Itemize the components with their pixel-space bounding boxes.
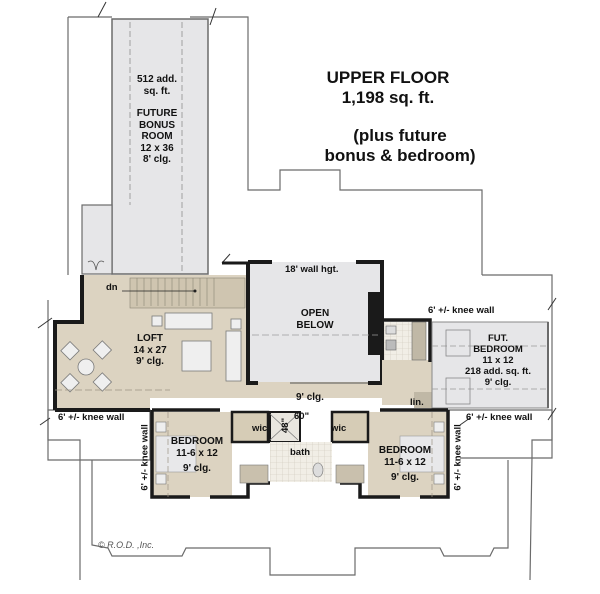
fut-bedroom-2: BEDROOM (473, 343, 523, 355)
loft-ceiling: 9' clg. (136, 356, 164, 367)
bedroom-left-size: 11-6 x 12 (176, 447, 218, 459)
knee-wall-right-lower: 6' +/- knee wall (466, 412, 533, 423)
knee-wall-right-vertical: 6' +/- knee wall (452, 424, 464, 491)
bedroom-right-name: BEDROOM (378, 445, 432, 456)
stair-down-label: dn (106, 282, 118, 293)
bath-label: bath (290, 447, 311, 458)
bonus-add-sqft: 512 add. (136, 74, 178, 85)
bedroom-left-ceiling: 9' clg. (183, 463, 211, 474)
bedroom-left-area (150, 408, 270, 499)
loft-area (37, 275, 400, 412)
wall-height-label: 18' wall hgt. (285, 264, 339, 275)
fut-bedroom-ceiling: 9' clg. (484, 376, 512, 388)
hall-area (382, 318, 432, 408)
open-below-label: OPEN BELOW (290, 308, 340, 331)
loft-label: LOFT 14 x 27 9' clg. (125, 333, 175, 368)
bedroom-left-name: BEDROOM (170, 436, 224, 447)
loft-size: 14 x 27 (133, 344, 167, 356)
copyright: © R.O.D. ,Inc. (98, 540, 155, 550)
fut-bedroom-1: FUT. (487, 333, 509, 344)
shower-width-label: 60" (294, 411, 310, 422)
wic-right-label: wic (331, 423, 347, 434)
bedroom-left-label: BEDROOM 11-6 x 12 9' clg. (162, 436, 232, 475)
knee-wall-left: 6' +/- knee wall (58, 412, 125, 423)
bonus-size: 12 x 36 (140, 142, 174, 154)
bonus-name-2: BONUS (138, 119, 176, 131)
knee-wall-left-vertical: 6' +/- knee wall (139, 424, 151, 491)
floor-subtitle-line1: (plus future (353, 126, 447, 145)
shower-depth-label: 48" (280, 417, 292, 433)
open-below-area (221, 253, 384, 385)
floor-title: UPPER FLOOR 1,198 sq. ft. (318, 68, 458, 107)
open-below-1: OPEN (300, 308, 330, 319)
linen-label: lin. (410, 397, 424, 408)
hall-ceiling-label: 9' clg. (296, 392, 324, 403)
bonus-add-sqft-unit: sq. ft. (143, 85, 171, 97)
bonus-ceiling: 8' clg. (143, 154, 171, 165)
floor-subtitle-line2: bonus & bedroom) (324, 145, 476, 165)
open-below-2: BELOW (296, 319, 334, 331)
bonus-name-1: FUTURE (136, 108, 178, 119)
fut-bedroom-label: FUT. BEDROOM 11 x 12 218 add. sq. ft. 9'… (448, 333, 548, 389)
fut-bedroom-add: 218 add. sq. ft. (465, 365, 531, 377)
bedroom-right-size: 11-6 x 12 (384, 456, 426, 468)
bedroom-right-area (340, 408, 450, 499)
future-bonus-room (81, 1, 217, 275)
wic-left-label: wic (252, 423, 268, 434)
bonus-name-3: ROOM (141, 131, 173, 142)
bonus-room-label: 512 add. sq. ft. FUTURE BONUS ROOM 12 x … (130, 74, 184, 166)
floor-subtitle: (plus future bonus & bedroom) (300, 126, 500, 165)
bedroom-right-label: BEDROOM 11-6 x 12 9' clg. (370, 445, 440, 484)
floor-area: 1,198 sq. ft. (341, 87, 435, 107)
future-bedroom (431, 297, 557, 421)
knee-wall-right-upper: 6' +/- knee wall (428, 305, 495, 316)
loft-name: LOFT (136, 333, 164, 344)
bedroom-right-ceiling: 9' clg. (391, 472, 419, 483)
floor-title-line1: UPPER FLOOR (326, 68, 450, 87)
fut-bedroom-size: 11 x 12 (482, 354, 514, 366)
bath-and-closets (230, 410, 370, 484)
roof-outline (47, 16, 553, 581)
